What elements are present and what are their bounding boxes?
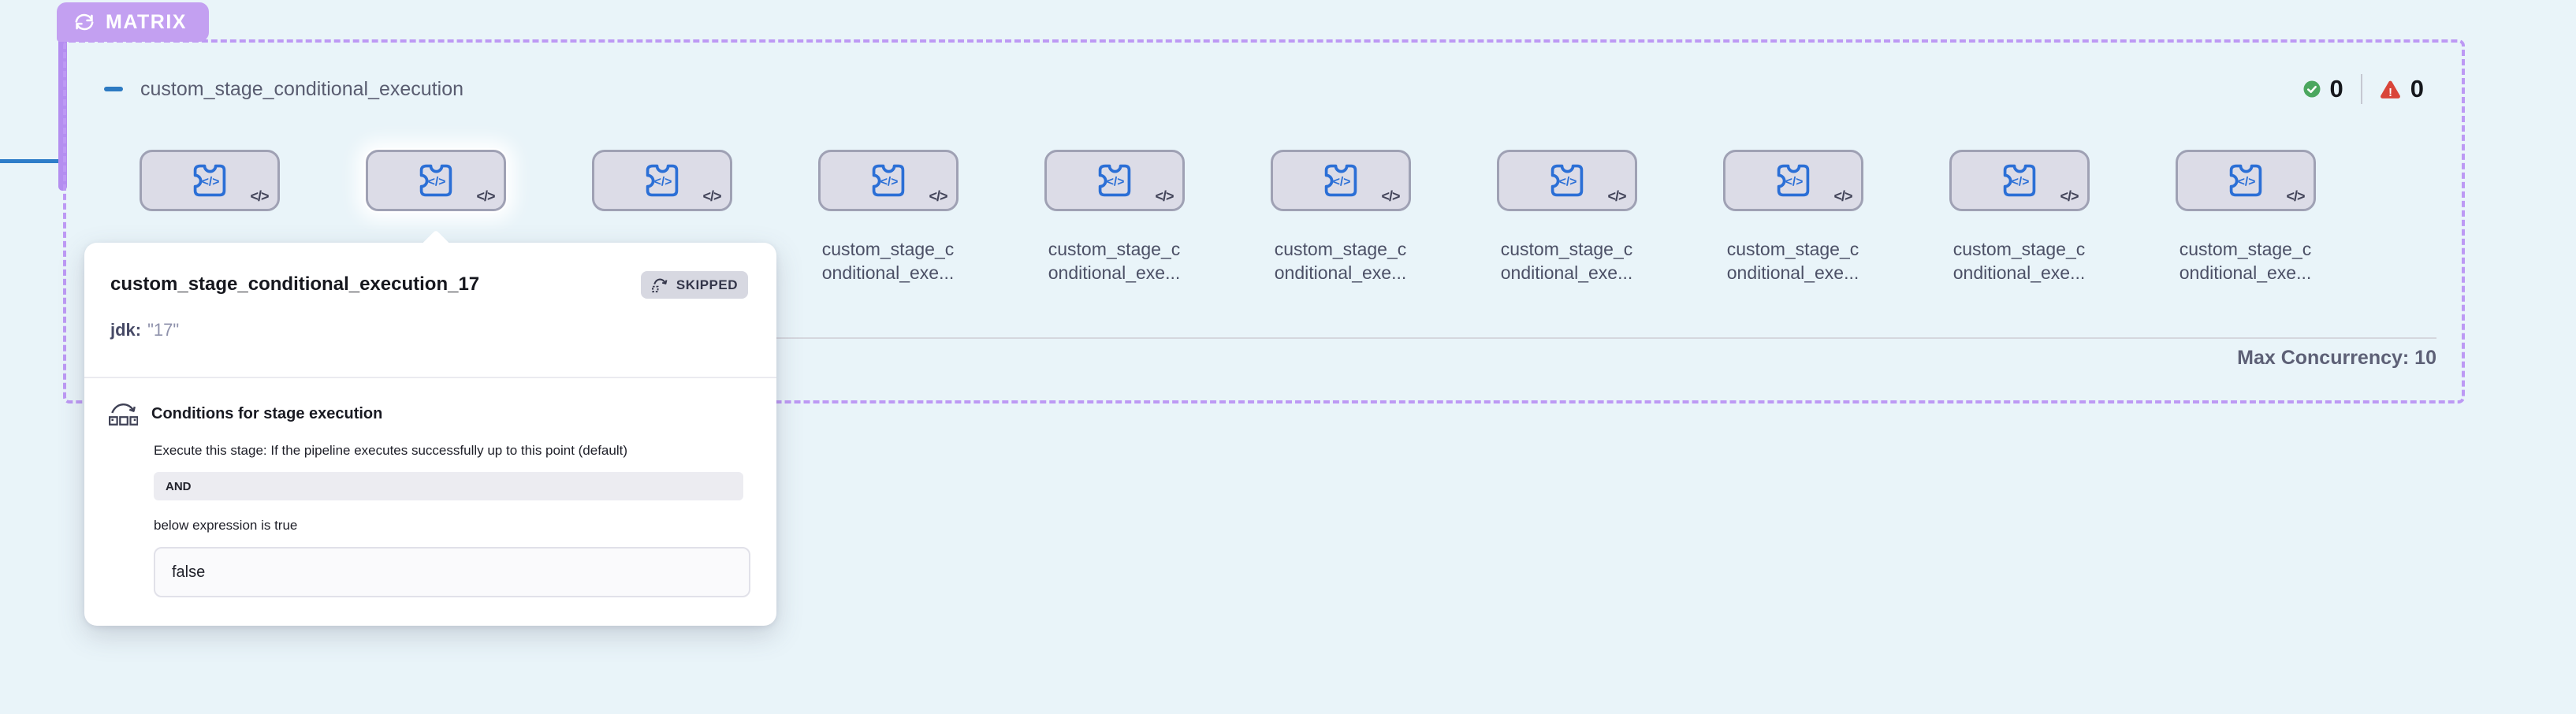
matrix-group-header: custom_stage_conditional_execution 0 ! 0	[104, 74, 2424, 104]
param-value: "17"	[147, 320, 180, 340]
custom-stage-icon: </>	[1773, 160, 1814, 201]
stage-card[interactable]: </> </>	[1949, 150, 2090, 211]
code-glyph: </>	[1607, 188, 1626, 204]
max-concurrency-label: Max Concurrency: 10	[2237, 347, 2436, 369]
custom-stage-icon: </>	[868, 160, 909, 201]
svg-text:!: !	[2388, 86, 2392, 99]
popover-divider	[84, 377, 776, 378]
svg-text:</>: </>	[653, 176, 672, 189]
custom-stage-icon: </>	[1094, 160, 1135, 201]
error-warning-icon: !	[2380, 80, 2401, 99]
stage-card[interactable]: </> </>	[1044, 150, 1185, 211]
custom-stage-icon: </>	[1547, 160, 1588, 201]
param-key: jdk:	[110, 320, 142, 340]
stage-card[interactable]: </> </>	[2175, 150, 2316, 211]
code-glyph: </>	[2060, 188, 2079, 204]
svg-text:</>: </>	[1106, 176, 1124, 189]
status-badge: SKIPPED	[640, 271, 748, 299]
popover-stage-title: custom_stage_conditional_execution_17	[110, 273, 480, 295]
success-count: 0	[2329, 75, 2343, 102]
expression-input[interactable]: false	[154, 547, 750, 597]
svg-text:</>: </>	[1785, 176, 1803, 189]
operator-bar: AND	[154, 472, 743, 500]
svg-text:</>: </>	[201, 176, 219, 189]
svg-text:</>: </>	[880, 176, 898, 189]
matrix-badge: MATRIX	[57, 2, 209, 42]
code-glyph: </>	[1833, 188, 1852, 204]
conditions-section: Conditions for stage execution Execute t…	[84, 378, 776, 597]
matrix-param-line: jdk:"17"	[110, 320, 748, 340]
code-glyph: </>	[929, 188, 947, 204]
stage-card[interactable]: </> </>	[1270, 150, 1411, 211]
counts-divider	[2360, 74, 2362, 104]
operator-note: below expression is true	[154, 518, 298, 533]
stage-card[interactable]: </> </>	[1496, 150, 1637, 211]
stage-card[interactable]: </> </>	[817, 150, 959, 211]
svg-text:</>: </>	[427, 176, 445, 189]
stage-status-counts: 0 ! 0	[2303, 74, 2424, 104]
code-glyph: </>	[1155, 188, 1174, 204]
custom-stage-icon: </>	[415, 160, 456, 201]
code-glyph: </>	[250, 188, 269, 204]
custom-stage-icon: </>	[189, 160, 230, 201]
matrix-left-accent-bar	[58, 33, 67, 191]
code-glyph: </>	[476, 188, 495, 204]
pipeline-connector-line	[0, 159, 61, 163]
custom-stage-icon: </>	[2225, 160, 2266, 201]
code-glyph: </>	[702, 188, 721, 204]
conditions-heading: Conditions for stage execution	[151, 404, 383, 422]
conditional-execution-icon	[108, 400, 138, 428]
matrix-badge-label: MATRIX	[106, 10, 187, 33]
collapse-toggle-icon[interactable]	[104, 87, 123, 91]
popover-header: custom_stage_conditional_execution_17 SK…	[84, 243, 776, 340]
loop-icon	[73, 10, 96, 34]
custom-stage-icon: </>	[642, 160, 683, 201]
footer-divider	[90, 337, 2436, 339]
status-badge-label: SKIPPED	[676, 277, 738, 292]
custom-stage-icon: </>	[1999, 160, 2040, 201]
svg-text:</>: </>	[2237, 176, 2255, 189]
code-glyph: </>	[1381, 188, 1400, 204]
custom-stage-icon: </>	[1320, 160, 1361, 201]
svg-text:</>: </>	[1332, 176, 1350, 189]
svg-text:</>: </>	[1558, 176, 1576, 189]
stage-card[interactable]: </> </>	[365, 150, 506, 211]
code-glyph: </>	[2286, 188, 2305, 204]
success-check-icon	[2303, 80, 2321, 98]
error-count: 0	[2410, 75, 2424, 102]
stage-card[interactable]: </> </>	[591, 150, 732, 211]
stage-card[interactable]: </> </>	[139, 150, 280, 211]
stage-card[interactable]: </> </>	[1722, 150, 1863, 211]
stage-tooltip-popover: custom_stage_conditional_execution_17 SK…	[84, 229, 776, 626]
svg-text:</>: </>	[2011, 176, 2029, 189]
matrix-group-title: custom_stage_conditional_execution	[140, 77, 463, 100]
conditions-description: Execute this stage: If the pipeline exec…	[154, 443, 628, 458]
skipped-icon	[651, 276, 669, 294]
